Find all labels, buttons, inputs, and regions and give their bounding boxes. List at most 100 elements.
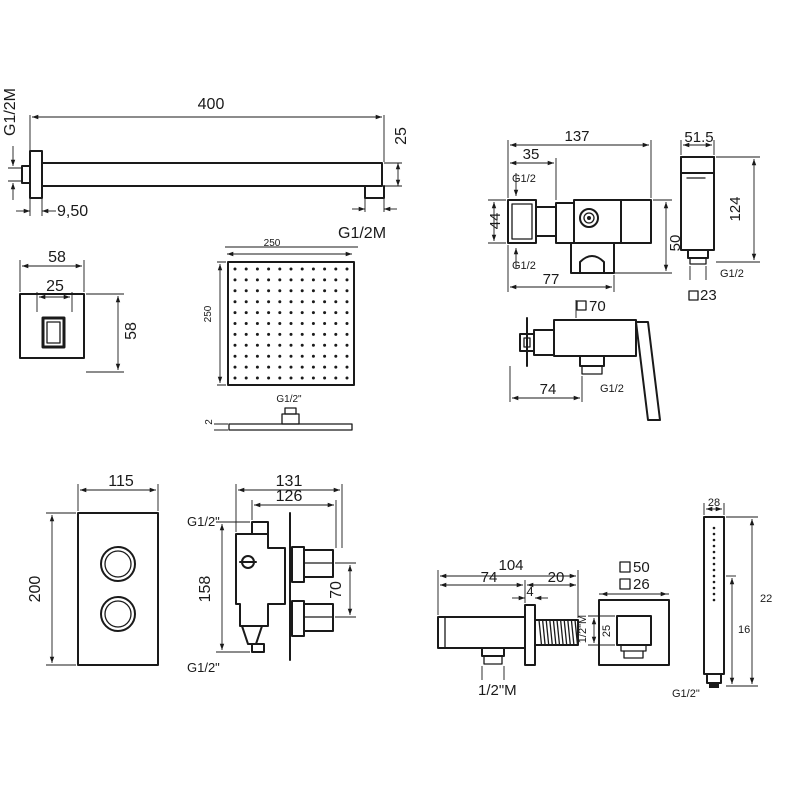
hand-nozzle-dot	[712, 544, 716, 548]
nozzle-dot	[267, 332, 271, 336]
nozzle-dot	[289, 278, 293, 282]
nozzle-dot	[300, 322, 304, 325]
head-width-label: 250	[264, 238, 281, 249]
nozzle-dot	[345, 267, 349, 271]
valve-top-thread-label: G1/2	[512, 173, 536, 185]
valve-bottom-thread-label: G1/2	[512, 260, 536, 272]
nozzle-dot	[244, 365, 248, 369]
nozzle-dot	[345, 376, 349, 380]
hand-nozzle-dot	[712, 586, 716, 590]
nozzle-dot	[278, 376, 282, 380]
nozzle-dot	[255, 376, 259, 380]
hand-total-length-label: 22	[760, 593, 772, 605]
nozzle-dot	[345, 354, 349, 358]
nozzle-dot	[300, 311, 304, 315]
arm-offset-label: 9,50	[57, 203, 88, 220]
nozzle-dot	[289, 332, 293, 336]
nozzle-dot	[289, 343, 293, 347]
thread-line	[563, 619, 568, 646]
nozzle-dot	[278, 267, 282, 271]
nozzle-grid	[233, 267, 349, 380]
nozzle-dot	[267, 365, 271, 369]
nozzle-dot	[233, 267, 237, 271]
front-inner-square-label: 26	[633, 576, 650, 593]
nozzle-dot	[300, 267, 304, 271]
nozzle-dot	[311, 376, 315, 380]
nozzle-dot	[311, 300, 315, 304]
wall-outlet-front: 50 26 25 1/2"M	[577, 559, 670, 666]
plate-height-label: 200	[27, 576, 44, 603]
spray-height-label: 124	[727, 196, 744, 221]
body-height-label: 158	[197, 576, 214, 603]
nozzle-dot	[278, 365, 282, 369]
nozzle-dot	[323, 322, 327, 325]
nozzle-dot	[267, 354, 271, 358]
nozzle-dot	[267, 267, 271, 271]
nozzle-dot	[323, 300, 327, 304]
nozzle-dot	[311, 278, 315, 282]
nozzle-dot	[244, 376, 248, 380]
nozzle-dot	[278, 343, 282, 347]
nozzle-dot	[244, 354, 248, 358]
nozzle-dot	[278, 311, 282, 315]
nozzle-dot	[311, 354, 315, 358]
nozzle-dot	[278, 354, 282, 358]
hand-nozzle-dot	[712, 556, 716, 560]
outlet-length-label: 74	[540, 381, 557, 398]
bidet-valve-top: 70 74 G1/2	[509, 298, 661, 421]
nozzle-dot	[289, 311, 293, 315]
nozzle-dot	[345, 332, 349, 336]
nozzle-dot	[300, 300, 304, 304]
front-inner-height-label: 25	[601, 625, 613, 637]
nozzle-dot	[334, 300, 338, 304]
nozzle-dot	[300, 289, 304, 293]
nozzle-dot	[334, 267, 338, 271]
rosette-square-label: 70	[589, 298, 606, 315]
nozzle-dot	[267, 322, 271, 325]
nozzle-dot	[311, 365, 315, 369]
nozzle-dot	[300, 343, 304, 347]
hand-shower: 28 22 16 G1/2"	[672, 497, 772, 700]
nozzle-dot	[233, 343, 237, 347]
nozzle-dot	[300, 354, 304, 358]
nozzle-dot	[278, 278, 282, 282]
nozzle-dot	[244, 311, 248, 315]
body-top-thread-label: G1/2"	[187, 514, 220, 529]
nozzle-dot	[244, 343, 248, 347]
nozzle-dot	[334, 332, 338, 336]
nozzle-dot	[289, 376, 293, 380]
nozzle-dot	[255, 322, 259, 325]
nozzle-dot	[323, 354, 327, 358]
nozzle-dot	[311, 289, 315, 293]
nozzle-dot	[233, 376, 237, 380]
nozzle-dot	[300, 376, 304, 380]
nozzle-dot	[311, 322, 315, 325]
nozzle-dot	[267, 376, 271, 380]
bidet-spray-head: 51.5 124 G1/2 23	[680, 129, 760, 304]
nozzle-dot	[255, 354, 259, 358]
nozzle-dot	[323, 365, 327, 369]
shower-head: 250 250 G1/2" 2	[203, 238, 358, 431]
thread-line	[559, 619, 564, 646]
nozzle-dot	[233, 332, 237, 336]
hand-nozzle-dot	[712, 598, 716, 602]
outlet-thread-length-label: 20	[548, 569, 565, 586]
valve-body-height-label: 50	[667, 235, 684, 252]
nozzle-dot	[289, 289, 293, 293]
hand-nozzle-dot	[712, 580, 716, 584]
nozzle-dot	[345, 278, 349, 282]
hand-body-length-label: 16	[738, 624, 750, 636]
valve-body-length-label: 77	[543, 271, 560, 288]
arm-length-label: 400	[198, 96, 225, 113]
nozzle-dot	[255, 289, 259, 293]
nozzle-dot	[255, 332, 259, 336]
nozzle-dot	[345, 311, 349, 315]
outlet-total-length-label: 104	[498, 557, 523, 574]
nozzle-dot	[300, 365, 304, 369]
nozzle-dot	[289, 300, 293, 304]
nozzle-dot	[289, 365, 293, 369]
nozzle-dot	[255, 311, 259, 315]
nozzle-dot	[323, 278, 327, 282]
nozzle-dot	[334, 365, 338, 369]
arm-left-thread-label: G1/2M	[2, 88, 19, 136]
